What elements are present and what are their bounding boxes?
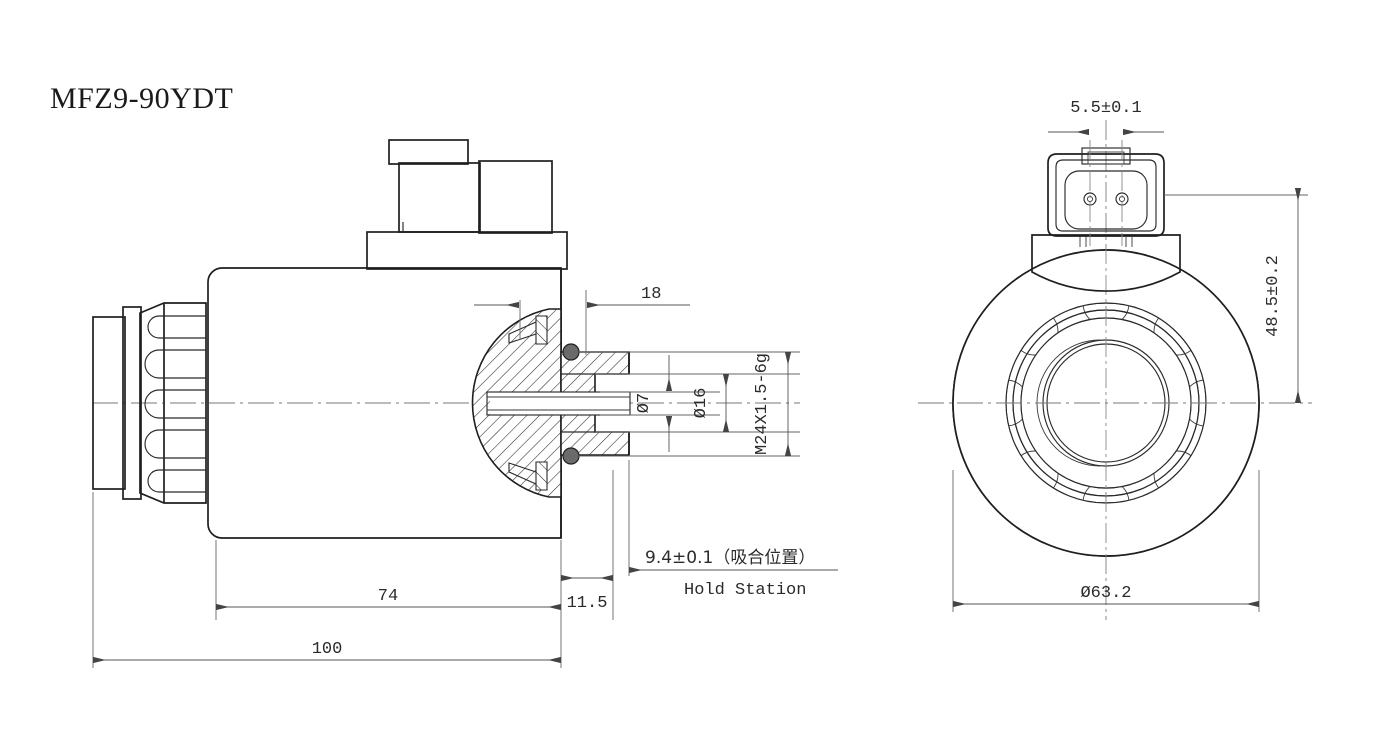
connector-right-block (478, 160, 553, 234)
scallop-mask-outer (953, 249, 1260, 557)
dimension-nose-length: 11.5 (561, 470, 614, 620)
connector-left-block (398, 162, 481, 233)
connector-inner-shroud (1055, 159, 1157, 232)
knurl-lobe (144, 429, 207, 459)
core-bore-void (490, 392, 629, 415)
dim-label-bore-large: Ø16 (692, 388, 711, 419)
electrical-connector-side (366, 139, 568, 270)
front-view: 5.5±0.1 48.5±0.2 Ø63.2 (918, 99, 1312, 620)
push-pin-body (486, 391, 631, 416)
armature-push-pin (486, 391, 631, 416)
dimension-height-to-center: 48.5±0.2 (1164, 188, 1308, 403)
dim-label-height-to-center: 48.5±0.2 (1264, 255, 1283, 337)
dim-label-nose-length: 11.5 (567, 594, 608, 613)
knurl-lobe (147, 315, 207, 339)
connector-top-cap (388, 139, 469, 165)
dimension-body-length: 74 (215, 540, 562, 620)
dimension-thread: M24X1.5-6g (753, 352, 792, 456)
cable-gland-assembly (92, 302, 207, 504)
coil-body (207, 267, 562, 539)
dim-label-thread: M24X1.5-6g (753, 353, 772, 455)
hold-station-value: 9.4±0.1（吸合位置） (645, 548, 815, 568)
dimension-overall-length: 100 (92, 492, 562, 668)
hold-station-label: Hold Station (684, 581, 806, 600)
dimension-outer-diameter: Ø63.2 (952, 470, 1260, 612)
dim-label-connector-width: 5.5±0.1 (1070, 99, 1141, 118)
connector-outer-shroud (1047, 153, 1165, 237)
hold-station-note: 9.4±0.1（吸合位置） Hold Station (628, 460, 838, 600)
knurl-lobes (144, 315, 207, 493)
connector-key-notch-inner (1087, 151, 1125, 165)
side-section-view: 18 Ø7 Ø16 M24X1.5-6g (92, 139, 838, 668)
dimension-flange-offset: 18 (474, 285, 690, 355)
bore-extension-lines (565, 351, 800, 457)
connector-pin-housing (1064, 170, 1148, 230)
dim-label-bore-small: Ø7 (635, 393, 654, 413)
connector-mount-base (1031, 234, 1181, 292)
knurl-lobe (144, 349, 207, 379)
dimension-bore-small: Ø7 (635, 355, 673, 452)
dimension-connector-width: 5.5±0.1 (1048, 99, 1164, 136)
knurl-lobe (144, 389, 207, 419)
dim-label-flange-offset: 18 (641, 285, 661, 304)
nose-tab-upper (535, 315, 548, 345)
gland-collar (122, 306, 142, 500)
dim-label-body-length: 74 (378, 587, 398, 606)
dim-label-outer-diameter: Ø63.2 (1080, 584, 1131, 603)
dim-label-overall-length: 100 (312, 640, 343, 659)
electrical-connector-front (1031, 140, 1181, 292)
armature-tube-section (471, 308, 631, 498)
dimension-bore-large: Ø16 (692, 374, 730, 432)
page-title: MFZ9-90YDT (50, 82, 233, 115)
cable-entry-stub (92, 316, 126, 490)
nose-tab-lower (535, 461, 548, 491)
knurl-lobe (147, 469, 207, 493)
